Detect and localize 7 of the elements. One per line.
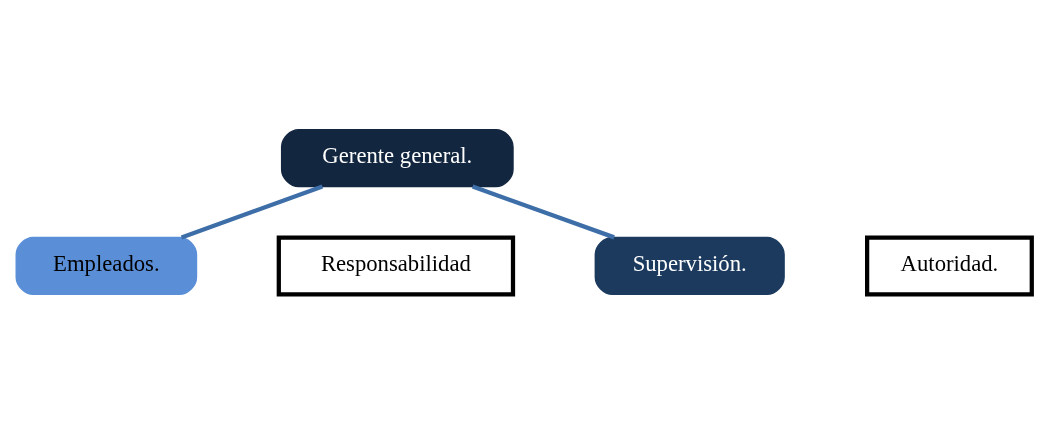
node-box: Empleados. bbox=[15, 236, 198, 295]
connector bbox=[180, 184, 324, 239]
node-box: Gerente general. bbox=[280, 128, 514, 187]
node-box: Autoridad. bbox=[865, 234, 1034, 296]
node-box: Responsabilidad bbox=[276, 234, 516, 296]
connector bbox=[471, 184, 615, 239]
node-box: Supervisión. bbox=[594, 236, 785, 295]
